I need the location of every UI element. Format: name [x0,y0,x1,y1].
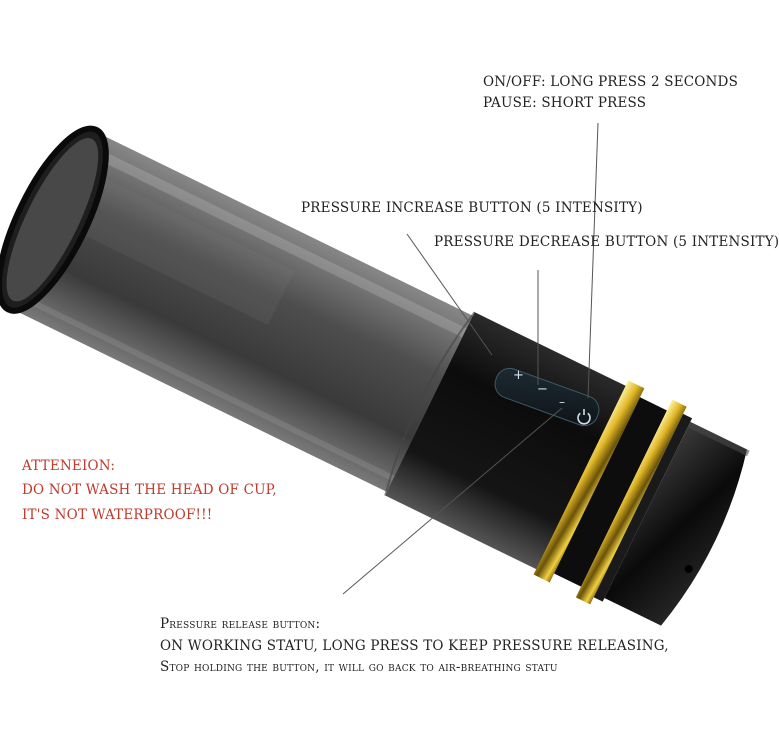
release-instruction: Stop holding the button, it will go back… [160,659,558,676]
release-pointer-line [342,407,563,595]
release-label: Pressure release button: ON WORKING STAT… [160,614,669,679]
onoff-pointer-line [587,122,599,399]
pointer-lines [342,122,599,595]
gold-ring [533,380,693,605]
power-icon [577,409,591,425]
increase-label: PRESSURE INCREASE BUTTON (5 INTENSITY) [301,200,643,216]
motor-body [384,311,628,571]
pause-instruction: PAUSE: SHORT PRESS [483,94,647,111]
waterproof-warning: ATTENEION: DO NOT WASH THE HEAD OF CUP, … [22,454,277,527]
control-panel [494,367,600,427]
cylinder-tube [0,125,482,497]
power-button[interactable] [577,409,591,425]
product-illustration: + − – [0,122,750,626]
increase-pointer-line [406,233,493,356]
decrease-button[interactable]: − [537,382,548,397]
warning-line: DO NOT WASH THE HEAD OF CUP, [22,482,277,499]
increase-button[interactable]: + [513,368,524,383]
onoff-label: ON/OFF: LONG PRESS 2 SECONDS PAUSE: SHOR… [483,72,738,114]
release-button[interactable]: – [559,395,565,409]
onoff-instruction: ON/OFF: LONG PRESS 2 SECONDS [483,74,739,90]
release-title: Pressure release button: [160,616,321,632]
warning-line: IT'S NOT WATERPROOF!!! [22,506,213,523]
end-cap [604,421,750,626]
release-instruction: ON WORKING STATU, LONG PRESS TO KEEP PRE… [160,637,669,654]
warning-heading: ATTENEION: [22,458,116,474]
device [0,125,750,626]
decrease-label: PRESSURE DECREASE BUTTON (5 INTENSITY) [434,234,779,250]
